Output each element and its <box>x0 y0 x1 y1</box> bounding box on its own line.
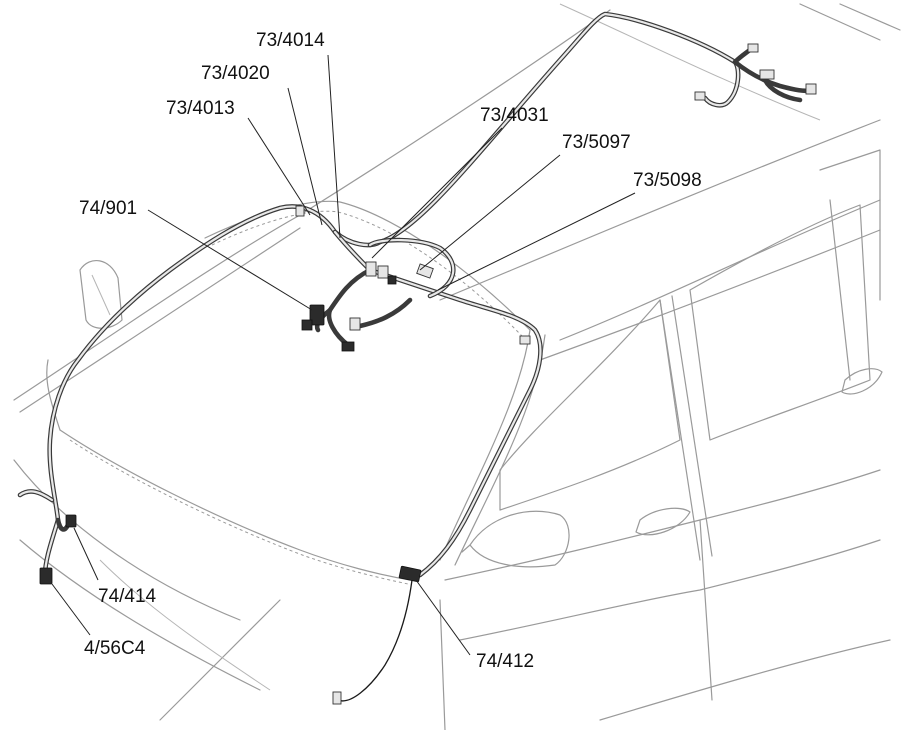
leader-73-5098 <box>437 192 636 291</box>
connector-73-4031-b-icon <box>377 265 389 279</box>
leader-4-56c4 <box>51 583 91 636</box>
label-73-4020: 73/4020 <box>201 63 270 84</box>
leader-74-901 <box>147 209 313 311</box>
roof-harness <box>17 11 815 702</box>
label-73-4031: 73/4031 <box>480 105 549 126</box>
leader-73-5097 <box>419 154 561 271</box>
connector-74-901-c-icon <box>349 317 361 331</box>
car-body-outline <box>13 3 901 730</box>
leader-73-4031 <box>371 127 503 259</box>
leader-74-412 <box>415 579 471 656</box>
connector-73-5097-icon <box>416 263 434 279</box>
label-73-4014: 73/4014 <box>256 30 325 51</box>
label-4-56c4: 4/56C4 <box>84 638 146 659</box>
connector-rear-d-icon <box>694 91 706 101</box>
label-74-901: 74/901 <box>79 198 137 219</box>
connector-bottom-sensor-icon <box>332 691 342 705</box>
label-74-412: 74/412 <box>476 651 534 672</box>
leader-lines <box>51 54 636 656</box>
label-73-4013: 73/4013 <box>166 98 235 119</box>
module-74-901-icon <box>309 304 325 326</box>
connectors <box>39 43 817 705</box>
connector-rear-a-icon <box>759 69 775 80</box>
connector-74-901-d-icon <box>341 341 355 352</box>
leader-73-4020 <box>287 87 323 226</box>
label-74-414: 74/414 <box>98 586 157 607</box>
label-73-5098: 73/5098 <box>633 170 702 191</box>
leader-73-4014 <box>327 54 341 239</box>
connector-74-901-b-icon <box>301 319 313 331</box>
connector-73-4031-c-icon <box>387 275 397 285</box>
connector-rear-c-icon <box>805 83 817 95</box>
leader-73-4013 <box>247 117 311 216</box>
leader-74-414 <box>73 527 99 581</box>
connector-73-4031-icon <box>365 261 377 277</box>
connector-74-412-icon <box>398 565 422 583</box>
connector-right-a-pillar-icon <box>519 335 531 345</box>
connector-74-414-icon <box>65 514 77 528</box>
label-73-5097: 73/5097 <box>562 132 631 153</box>
connector-rear-b-icon <box>747 43 759 53</box>
component-labels: 73/4014 73/4020 73/4013 73/4031 73/5097 … <box>79 30 702 672</box>
connector-4-56c4-icon <box>39 567 53 585</box>
connector-73-4013-icon <box>295 205 305 217</box>
